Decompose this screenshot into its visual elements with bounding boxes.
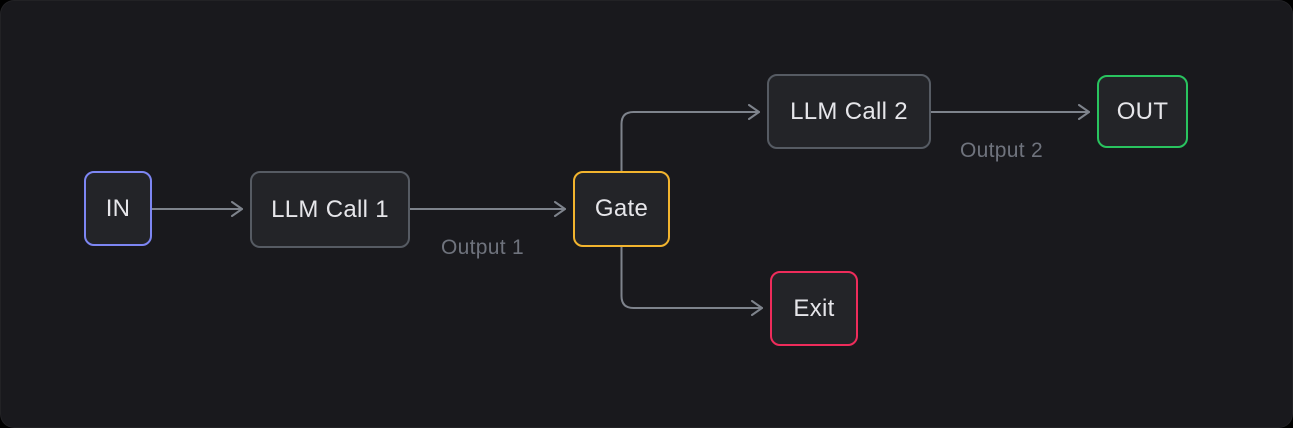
node-exit: Exit [770,271,858,346]
node-out: OUT [1097,75,1188,148]
node-gate: Gate [573,171,670,247]
node-llm-call-2-label: LLM Call 2 [790,97,908,125]
node-in-label: IN [105,194,131,222]
node-in: IN [84,171,152,246]
node-llm-call-2: LLM Call 2 [767,74,931,149]
node-exit-label: Exit [793,294,835,322]
edge-label-output-2: Output 2 [960,139,1043,162]
edge-gate-to-llm-call-2 [620,104,760,172]
node-llm-call-1-label: LLM Call 1 [271,195,389,223]
edge-gate-to-exit [620,246,763,316]
edge-label-output-1: Output 1 [441,236,524,259]
node-llm-call-1: LLM Call 1 [250,171,410,248]
node-out-label: OUT [1116,97,1169,125]
node-gate-label: Gate [594,195,649,222]
